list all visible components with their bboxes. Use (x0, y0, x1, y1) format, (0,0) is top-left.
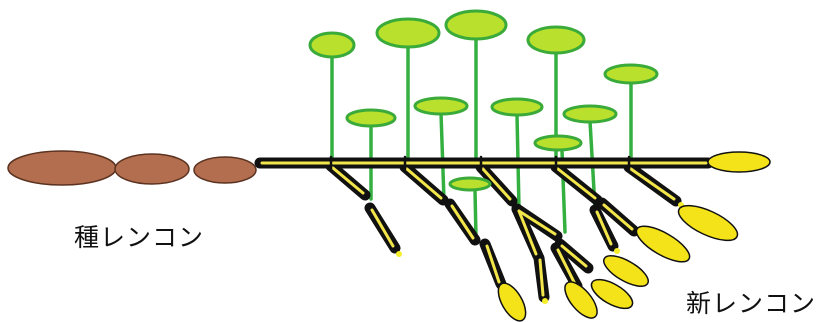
seed-lotus-root-label: 種レンコン (74, 218, 204, 254)
growing-tip (542, 298, 548, 304)
lotus-leaf (377, 19, 439, 47)
lotus-leaf (564, 106, 616, 122)
new-lotus-root (632, 219, 695, 268)
seed-lotus-root-segment (8, 151, 116, 185)
lotus-leaf (492, 99, 542, 115)
lotus-leaf (310, 33, 354, 57)
lotus-leaf (535, 136, 581, 150)
leaf-stems (332, 40, 631, 238)
leaf-stem (441, 113, 444, 200)
growing-tip (396, 251, 402, 257)
seed-lotus-root-segment (194, 157, 256, 183)
seed-lotus-root-segment (115, 154, 189, 184)
growing-tip (614, 248, 620, 254)
lotus-leaf (415, 98, 467, 114)
new-lotus-root (674, 199, 742, 248)
seed-lotus-roots (8, 151, 256, 185)
new-lotus-root (708, 152, 770, 172)
new-lotus-root-label: 新レンコン (686, 284, 816, 320)
lotus-leaf (446, 11, 506, 39)
lotus-leaf (450, 178, 490, 190)
lotus-leaf (605, 65, 657, 83)
lotus-leaf (528, 27, 584, 53)
lotus-leaf (347, 110, 395, 126)
